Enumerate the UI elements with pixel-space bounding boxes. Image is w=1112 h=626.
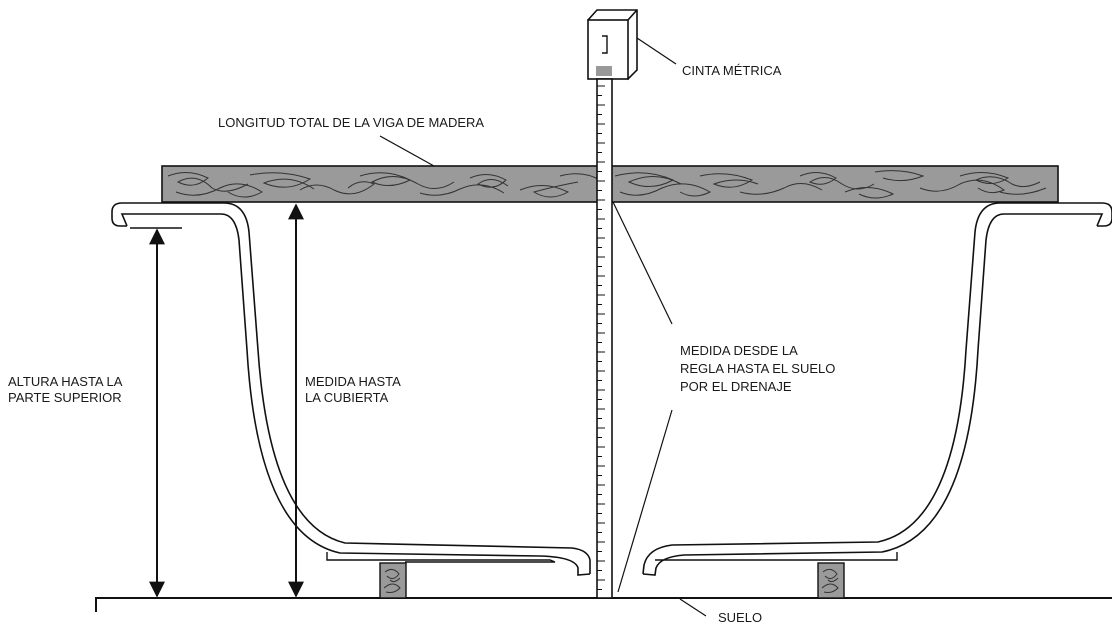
floor-label: SUELO: [718, 610, 762, 625]
tape-measure-blade: [596, 78, 613, 599]
drain-measure-label-line-3: POR EL DRENAJE: [680, 379, 792, 394]
wood-block-left: [379, 562, 407, 599]
drain-measure-label-line-2: REGLA HASTA EL SUELO: [680, 361, 835, 376]
tape-measure-label: CINTA MÉTRICA: [682, 63, 782, 78]
tape-measure-housing: [586, 9, 638, 81]
height-top-label-line-2: PARTE SUPERIOR: [8, 390, 122, 405]
bathtub-left-wall: [111, 202, 591, 576]
floor-line: [95, 597, 1112, 612]
deck-measure-label-line-2: LA CUBIERTA: [305, 390, 389, 405]
drain-measure-label-line-1: MEDIDA DESDE LA: [680, 343, 798, 358]
drain-leader-line-upper: [612, 201, 673, 325]
wood-grain: [167, 170, 1047, 199]
drain-leader-line-lower: [617, 409, 673, 593]
height-top-label-line-1: ALTURA HASTA LA: [8, 374, 123, 389]
tub-support-plates: [326, 552, 898, 563]
tape-leader-line: [636, 37, 677, 65]
floor-leader-line: [679, 598, 707, 617]
beam-leader-line: [379, 135, 435, 167]
beam-length-label: LONGITUD TOTAL DE LA VIGA DE MADERA: [218, 115, 484, 130]
wood-block-right: [817, 562, 845, 599]
deck-measure-label-line-1: MEDIDA HASTA: [305, 374, 401, 389]
